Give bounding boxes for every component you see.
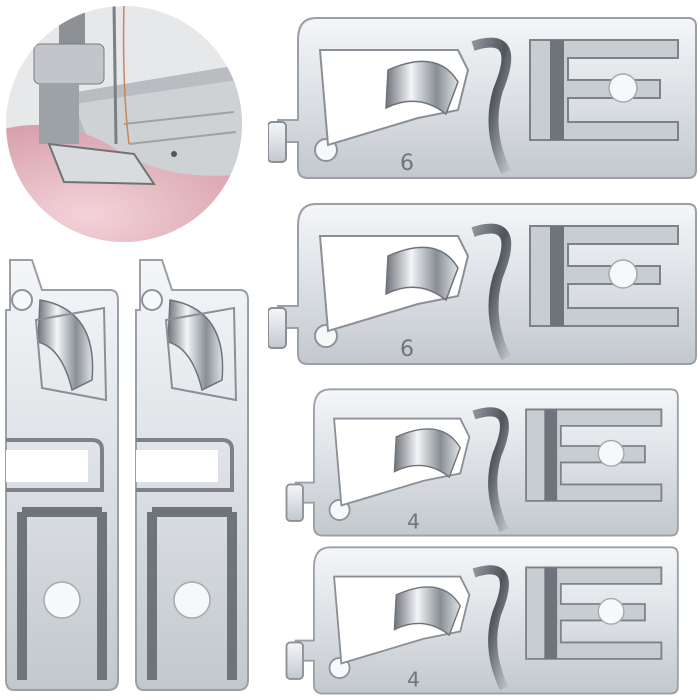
hemmer-foot-4mm-b: 4 — [268, 540, 700, 700]
size-mark: 6 — [400, 151, 414, 176]
hemmer-foot-6mm-b: 6 — [268, 196, 700, 371]
hemmer-foot-4mm-a: 4 — [268, 382, 700, 542]
hemmer-foot-vertical-b — [132, 250, 254, 698]
hemmer-foot-vertical-a — [2, 250, 124, 698]
hemmer-foot-6mm-a: 6 — [268, 10, 700, 185]
sewing-machine-inset-photo — [4, 4, 244, 244]
size-mark: 4 — [407, 667, 420, 691]
size-mark: 6 — [400, 337, 414, 362]
size-mark: 4 — [407, 509, 420, 533]
